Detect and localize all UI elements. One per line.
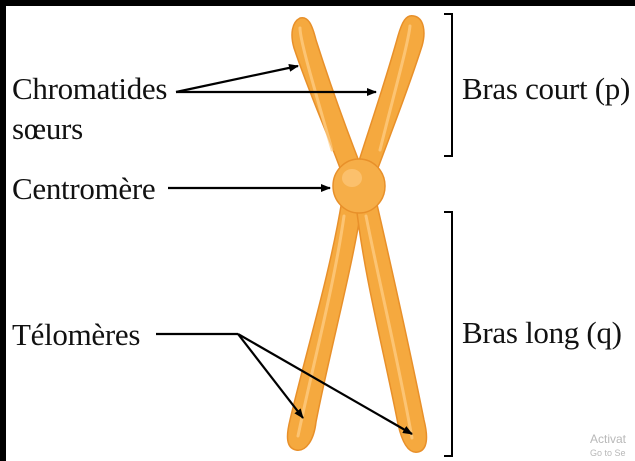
label-short-arm: Bras court (p) — [462, 72, 630, 106]
activation-watermark-line2: Go to Se — [590, 448, 626, 458]
centromere-highlight — [342, 169, 362, 187]
label-sister-chromatids-line2: sœurs — [12, 112, 83, 146]
label-sister-chromatids: Chromatides — [12, 72, 167, 106]
centromere-knob — [333, 159, 385, 213]
label-long-arm: Bras long (q) — [462, 316, 622, 350]
pointer-chromatid-left — [176, 66, 298, 92]
label-telomeres: Télomères — [12, 318, 140, 352]
bracket-short-arm — [444, 14, 452, 156]
chromatid-lower-right — [356, 200, 426, 452]
label-centromere: Centromère — [12, 172, 155, 206]
pointer-telomere-left — [238, 334, 303, 418]
bracket-long-arm — [444, 212, 452, 456]
activation-watermark: Activat — [590, 432, 626, 446]
